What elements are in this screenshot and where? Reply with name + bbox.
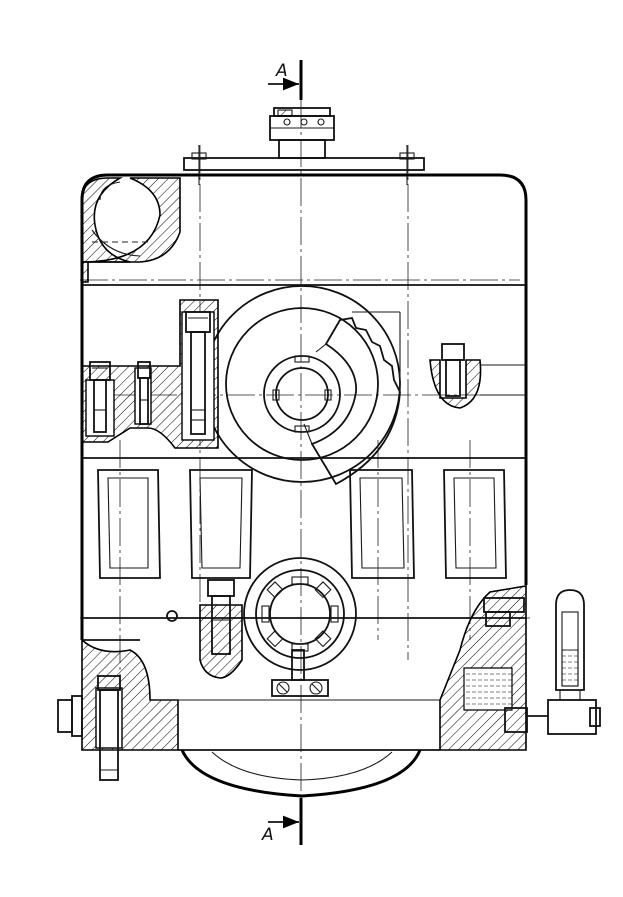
- section-label-top: A: [275, 61, 288, 81]
- foundation-bolt: [57, 675, 121, 781]
- corner-boss-section: [81, 177, 181, 283]
- right-cap-screw: [429, 343, 526, 409]
- main-shaft-assembly: [203, 285, 401, 483]
- housing-bottom-bulge: [180, 749, 422, 798]
- flange-bolt-1: [89, 361, 111, 433]
- gear-sector: [303, 311, 401, 486]
- pocket-4: [443, 469, 507, 579]
- drain-plug: [483, 597, 525, 627]
- section-label-bottom: A: [261, 825, 274, 845]
- pocket-2: [189, 469, 253, 579]
- lower-shaft-assembly: [243, 557, 357, 697]
- breather-plug: [269, 107, 335, 159]
- pocket-3: [349, 469, 415, 579]
- lower-bolt-left: [199, 579, 243, 679]
- inspection-cover: [183, 145, 425, 185]
- pocket-1: [97, 469, 161, 579]
- section-mark-bottom: A: [261, 798, 303, 845]
- pinion-teeth: [261, 576, 339, 652]
- oil-level-gauge: [504, 589, 601, 735]
- base-left-section: [81, 638, 179, 751]
- flange-bolt-3: [185, 311, 211, 435]
- flange-bolt-2: [137, 361, 151, 425]
- section-mark-top: A: [268, 60, 303, 100]
- dowel-pin: [166, 610, 178, 622]
